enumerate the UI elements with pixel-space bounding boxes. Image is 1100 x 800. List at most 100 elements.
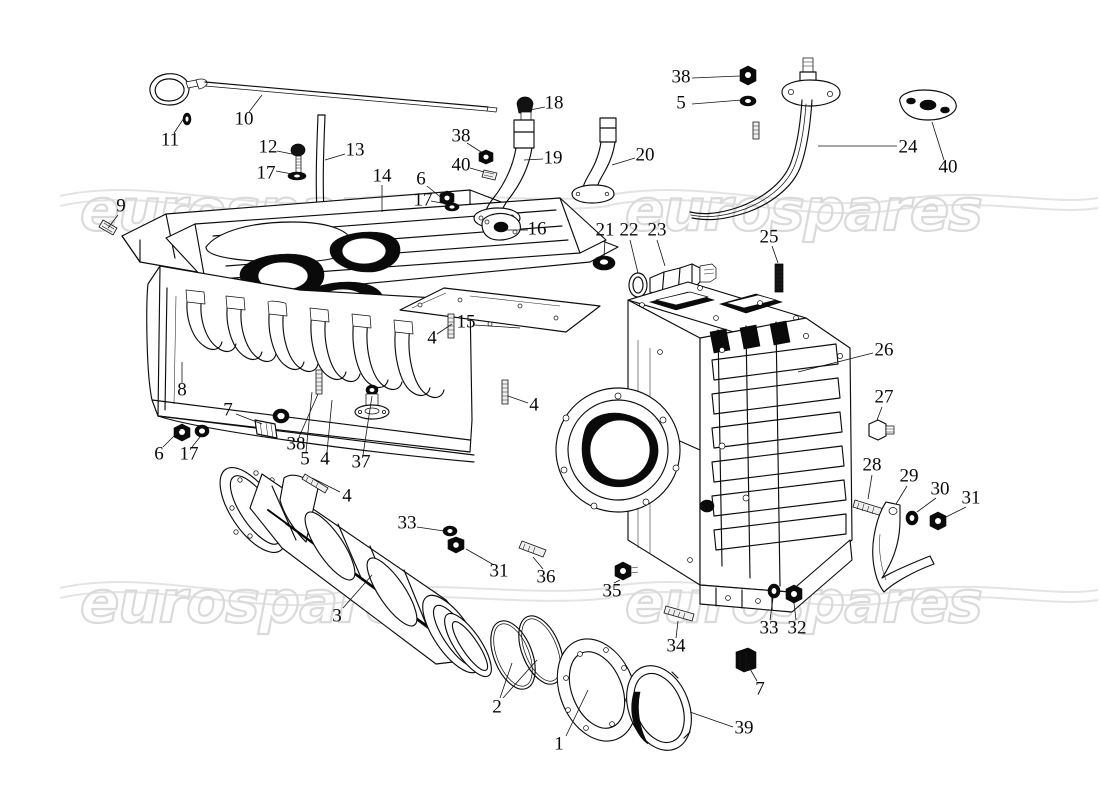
callout-27: 27 [875,386,894,407]
callout-numbers: 1 2 3 4 4 4 4 5 5 6 6 7 7 8 9 10 11 12 1… [116,66,980,754]
callout-16: 16 [528,218,547,239]
callout-4a: 4 [342,485,352,506]
callout-19: 19 [544,147,563,168]
part-o-ring-2a [490,620,536,690]
callout-35: 35 [603,580,622,601]
callout-14: 14 [373,165,393,186]
callout-7a: 7 [223,399,233,420]
part-washer-30 [905,510,919,526]
part-bracket-29 [872,501,935,593]
part-small-stud-top [752,121,760,140]
callout-34: 34 [667,635,687,656]
callout-6b: 6 [416,168,426,189]
part-nut-38c [739,65,757,86]
part-stud-4c [501,379,509,405]
part-stud-4a [315,369,323,395]
part-washer-17b [194,424,210,438]
callout-32: 32 [788,617,807,638]
part-oil-sump-pan [121,189,619,463]
part-oil-feed-pipe-24 [689,57,841,221]
callout-37: 37 [352,451,371,472]
part-gasket-plate-40b [899,89,957,121]
part-nut-6b [439,190,455,206]
bearing-web-fins [186,293,445,399]
part-plug-35 [614,561,639,581]
callout-22: 22 [620,219,639,240]
callout-11: 11 [161,129,179,150]
part-nut-38b [478,149,494,165]
callout-36: 36 [537,566,556,587]
callout-26: 26 [875,339,894,360]
part-stud-25 [774,263,784,293]
callout-1: 1 [554,733,564,754]
part-washer-33b [767,583,781,599]
callout-6a: 6 [154,443,164,464]
callout-2: 2 [492,696,502,717]
part-stud-36 [518,540,547,558]
callout-8: 8 [177,379,187,400]
callout-29: 29 [900,465,919,486]
callout-leaders [107,75,967,737]
part-washer-5b [739,95,757,107]
part-cover-plate-15 [399,287,601,333]
callout-31b: 31 [490,560,509,581]
callout-15: 15 [457,311,476,332]
callout-40a: 40 [452,154,471,175]
callout-38b: 38 [452,125,471,146]
callout-4c: 4 [529,394,539,415]
callout-40b: 40 [939,156,958,177]
part-dipstick-seal [182,112,192,126]
callout-17c: 17 [414,189,433,210]
part-plug-fitting-27 [868,419,895,441]
callout-5b: 5 [676,92,686,113]
callout-13: 13 [346,139,365,160]
part-nut-31b [447,536,465,554]
callout-17a: 17 [257,162,276,183]
part-crankcase-housing-26 [555,281,853,613]
part-flange-gasket-1 [556,638,638,742]
callout-23: 23 [648,219,667,240]
callout-39: 39 [735,717,754,738]
part-bolt-12 [290,143,306,174]
part-nut-31a [929,511,947,531]
part-nut-7b [735,647,757,673]
callout-4d: 4 [320,448,330,469]
callout-33a: 33 [398,512,417,533]
part-fitting-18 [516,96,534,121]
callout-38c: 38 [672,66,691,87]
callout-18: 18 [545,92,564,113]
part-drain-plug-7 [254,408,290,439]
part-seal-ring-39 [626,665,692,751]
part-oil-return-pipe-20 [571,117,617,204]
callout-10: 10 [235,108,254,129]
cooling-fins [711,343,847,551]
part-stud-4b [447,313,455,339]
callout-21: 21 [596,219,615,240]
callout-38a: 38 [287,433,306,454]
callout-5a: 5 [300,448,310,469]
part-gasket-plate-40a [481,169,498,181]
part-stud-34 [663,605,695,622]
callout-7b: 7 [755,678,765,699]
bearing-cap-blocks [185,289,414,335]
part-dipstick [149,73,498,113]
callout-3: 3 [332,605,342,626]
callout-20: 20 [636,144,655,165]
part-nut-32 [785,584,803,604]
part-washer-17c [444,202,460,212]
callout-25: 25 [760,226,779,247]
callout-12: 12 [259,136,278,157]
part-cylinder-liner-assembly-3 [219,466,492,678]
part-nut-6a [173,423,191,442]
callout-24: 24 [899,136,919,157]
callout-33b: 33 [760,617,779,638]
callout-17b: 17 [180,443,199,464]
part-stud-4d [301,473,329,494]
callout-28: 28 [863,454,882,475]
part-washer-17a [287,171,307,181]
callout-4b: 4 [427,327,437,348]
callout-31a: 31 [962,487,981,508]
